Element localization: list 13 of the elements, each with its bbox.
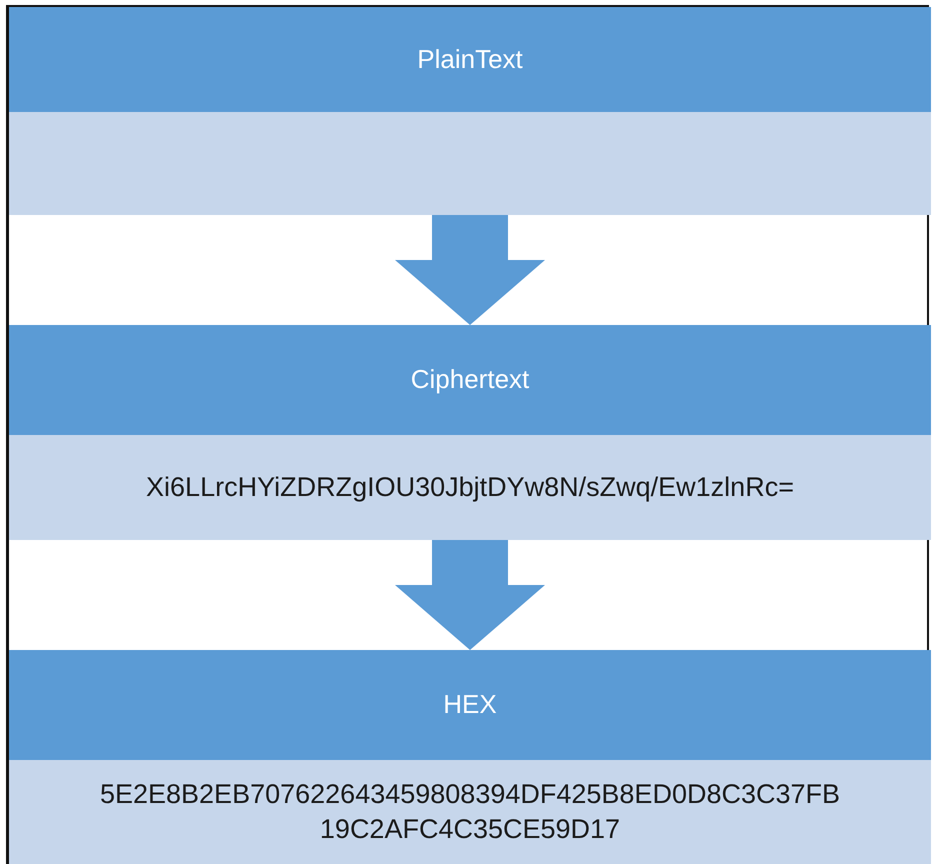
header-text: HEX (443, 688, 497, 722)
value-band (9, 112, 931, 215)
header-band (9, 7, 931, 112)
value-text: Xi6LLrcHYiZDRZgIOU30JbjtDYw8N/sZwq/Ew1zlnRc= (146, 470, 794, 504)
value-text: 5E2E8B2EB707622643459808394DF425B8ED0D8C3C37FB 19C2AFC4C35CE59D17 (98, 778, 842, 846)
header-band (9, 325, 931, 435)
header-text: Ciphertext (410, 363, 530, 396)
header-text: PlainText (417, 42, 523, 76)
block-arrow (395, 540, 545, 650)
header-band (9, 650, 931, 760)
value-band (9, 435, 931, 540)
block-arrow (395, 215, 545, 325)
value-band (9, 760, 931, 864)
